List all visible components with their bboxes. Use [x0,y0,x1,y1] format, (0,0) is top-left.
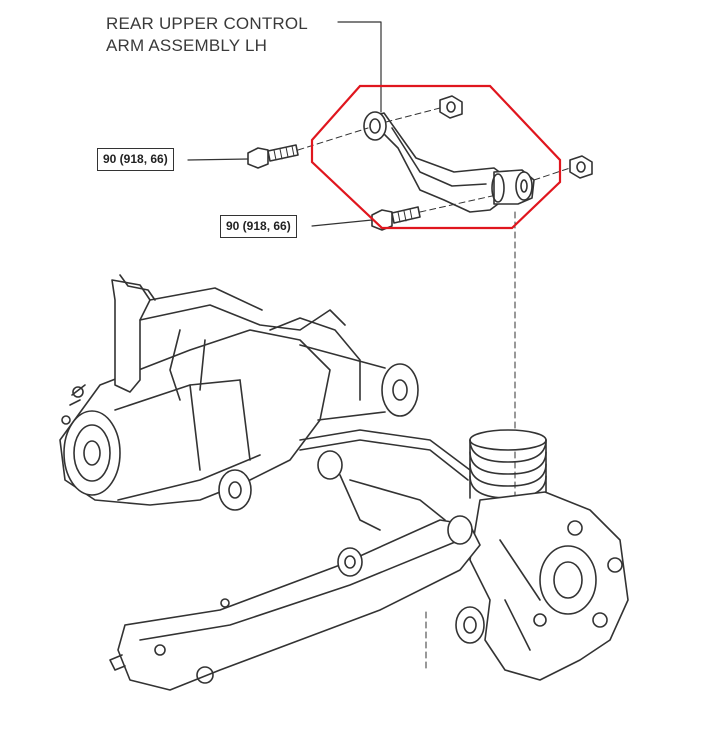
torque-spec-label-1: 90 (918, 66) [97,148,174,171]
torque-leader-2 [311,219,373,227]
callout-leader-line [337,21,382,113]
rear-knuckle-hub [455,491,629,681]
bolt-upper [247,144,299,169]
rear-differential [59,329,419,511]
part-name-callout: REAR UPPER CONTROL ARM ASSEMBLY LH [106,13,308,57]
stabilizer-bar [299,429,471,531]
bolt-lower [371,206,421,231]
part-name-line-1: REAR UPPER CONTROL [106,14,308,33]
nut-upper [439,95,463,119]
torque-leader-1 [187,158,249,161]
torque-spec-label-2: 90 (918, 66) [220,215,297,238]
nut-lower [569,155,593,179]
alignment-lines [297,107,571,673]
differential-mount-frame [111,274,361,401]
trailing-arm [109,515,481,691]
part-name-line-2: ARM ASSEMBLY LH [106,36,268,55]
coil-spring [469,429,547,499]
highlight-outline [310,84,562,230]
upper-control-arm [363,111,535,213]
